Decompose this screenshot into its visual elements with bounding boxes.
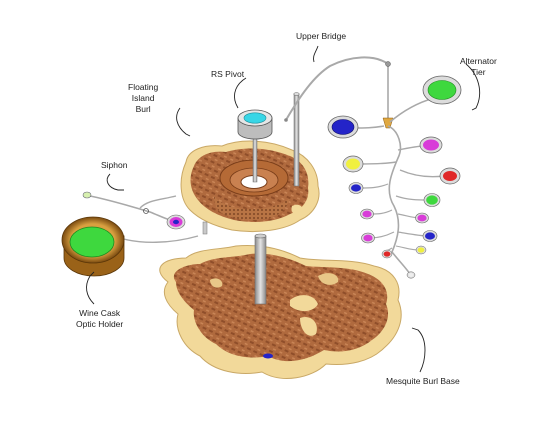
cask-green-optic xyxy=(69,226,115,258)
siphon xyxy=(82,191,199,243)
optic-magenta-1 xyxy=(419,136,443,154)
leader-alternator xyxy=(465,63,480,111)
label-wine-cask-line-2: Optic Holder xyxy=(76,319,124,329)
main-support-rod xyxy=(254,235,267,305)
bridge-knob xyxy=(385,61,391,67)
siphon-wire-3 xyxy=(119,235,199,243)
alt-arm-red xyxy=(399,169,445,178)
leader-mesquite-base xyxy=(411,327,426,373)
optic-magenta-4 xyxy=(361,232,375,244)
wine-cask-optic-holder xyxy=(61,216,125,277)
alt-arm-green-top xyxy=(389,97,435,123)
upper-bridge xyxy=(284,56,391,187)
label-wine-cask-optic-holder: Wine Cask Optic Holder xyxy=(76,308,123,330)
alt-arm-yellow-small xyxy=(395,245,419,251)
base-knot-2 xyxy=(318,273,339,285)
base-knot-3 xyxy=(210,278,223,288)
alternator-tier xyxy=(327,75,462,279)
label-floating-line-1: Floating xyxy=(128,82,159,92)
label-floating-island-burl: Floating Island Burl xyxy=(128,82,158,115)
base-blue-foot xyxy=(263,353,273,359)
optic-green-mid xyxy=(423,193,441,207)
leader-floating-island xyxy=(176,107,191,137)
island-chip xyxy=(291,204,303,215)
alt-arm-green-mid xyxy=(395,195,429,201)
leader-rs-pivot xyxy=(234,77,247,109)
base-crack xyxy=(300,316,317,336)
leader-wine-cask xyxy=(86,271,95,305)
optic-red xyxy=(439,167,461,185)
alt-arm-blue-small xyxy=(359,183,389,189)
optic-green-large xyxy=(422,75,462,105)
alt-hub xyxy=(382,117,394,129)
label-mesquite-burl-base: Mesquite Burl Base xyxy=(386,376,460,386)
bridge-wire xyxy=(285,56,389,121)
bridge-post-cap xyxy=(293,92,300,96)
label-upper-bridge: Upper Bridge xyxy=(296,31,347,41)
optic-white-end xyxy=(406,271,416,279)
bridge-bead-left xyxy=(284,118,288,122)
leader-upper-bridge xyxy=(313,45,319,63)
floating-island-burl xyxy=(180,140,320,235)
main-rod-cap xyxy=(254,233,267,239)
label-alternator-tier: Alternator Tier xyxy=(460,56,497,78)
optic-yellow xyxy=(342,155,364,173)
alt-arm-yellow xyxy=(359,161,397,165)
label-floating-line-2: Island xyxy=(131,93,155,103)
optic-magenta-3 xyxy=(415,212,429,224)
optic-blue-large xyxy=(327,115,359,139)
pivot-cyan-optic xyxy=(243,112,267,124)
alt-arm-main xyxy=(387,125,411,275)
label-alternator-line-1: Alternator xyxy=(460,56,497,66)
base-knot-1 xyxy=(290,295,318,312)
mesquite-burl-base xyxy=(159,245,402,379)
optic-red-small xyxy=(381,249,393,259)
label-wine-cask-line-1: Wine Cask xyxy=(79,308,121,318)
optic-blue-small-1 xyxy=(348,182,364,194)
bridge-post xyxy=(293,93,300,187)
label-siphon: Siphon xyxy=(101,160,128,170)
label-rs-pivot: RS Pivot xyxy=(211,69,245,79)
siphon-end-bead xyxy=(82,191,92,199)
label-alternator-line-2: Tier xyxy=(471,67,486,77)
siphon-clip xyxy=(143,208,149,214)
island-hole-wall xyxy=(214,196,290,220)
optic-yellow-small xyxy=(415,245,427,255)
leader-lines xyxy=(86,45,480,373)
siphon-optic xyxy=(166,214,186,230)
pivot-stem xyxy=(252,133,258,183)
optic-magenta-2 xyxy=(360,208,374,220)
rs-pivot xyxy=(237,109,273,183)
optic-blue-small-2 xyxy=(422,230,438,242)
siphon-wire-2 xyxy=(139,195,177,209)
island-peg xyxy=(202,221,208,235)
label-floating-line-3: Burl xyxy=(135,104,151,114)
leader-siphon xyxy=(106,173,124,191)
